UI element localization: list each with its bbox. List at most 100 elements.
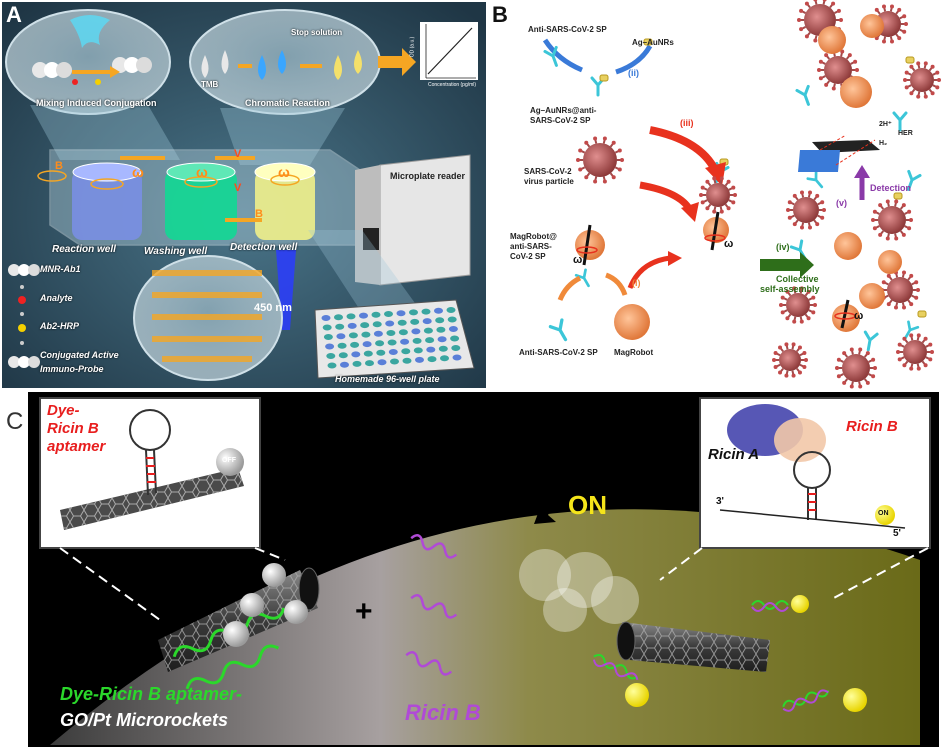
- magrobot-icon: [878, 250, 902, 274]
- antibody-icon: [548, 318, 568, 342]
- virus-spike-tip: [787, 215, 792, 220]
- virus-body: [903, 340, 927, 364]
- antibody-icon: [543, 45, 558, 67]
- virus-spike-tip: [611, 140, 616, 145]
- virus-spike-tip: [617, 148, 622, 153]
- arrow-i-right-icon: [605, 272, 628, 296]
- virus-spike-tip: [818, 76, 823, 81]
- virus-spike-tip: [885, 236, 890, 241]
- virus-spike-tip: [836, 374, 841, 379]
- off-badge: OFF: [222, 457, 236, 464]
- virus-spike-tip: [797, 345, 802, 350]
- virus-spike-tip: [818, 59, 823, 64]
- virus-spike-tip: [804, 34, 809, 39]
- omega-label: ω: [132, 164, 144, 180]
- panel-c-dome: [50, 509, 920, 745]
- magrobot-icon: [859, 283, 885, 309]
- antibody-icon: [904, 320, 920, 340]
- arrow-head-icon: [110, 66, 120, 78]
- calibration-line: [427, 27, 473, 75]
- magrobots: [575, 14, 902, 340]
- magrobot-anti-label-3: CoV-2 SP: [510, 252, 546, 261]
- omega-label: ω: [196, 164, 208, 180]
- field-v-label: V: [234, 148, 242, 160]
- virus-spike-tip: [817, 68, 821, 72]
- field-v-label: V: [234, 182, 242, 194]
- virus-spike-tip: [780, 295, 785, 300]
- virus-spike-tip: [930, 64, 935, 69]
- nanorod-icon: [643, 38, 653, 46]
- virus-spike-tip: [712, 209, 717, 214]
- microplate-label: Microplate reader: [390, 171, 466, 181]
- released-dye-icon: [592, 595, 867, 712]
- virus-spike-tip: [909, 302, 914, 307]
- legend-analyte: Analyte: [40, 293, 73, 303]
- detection-well-top: [254, 162, 316, 182]
- virus-spike-tip: [780, 310, 785, 315]
- virus-spike-tip: [903, 78, 907, 82]
- plate-well: [434, 307, 443, 314]
- plate-well: [388, 349, 398, 355]
- virus-spike-tip: [726, 206, 731, 211]
- virus-spike-tip: [928, 342, 933, 347]
- virus-spike-tip: [909, 91, 914, 96]
- virus-spike-tip: [842, 351, 847, 356]
- panel-c: [2, 392, 939, 747]
- virus-spike-tip: [914, 280, 919, 285]
- detection-label: Detection: [870, 183, 912, 193]
- step-ii-label: (ii): [628, 68, 639, 78]
- ag-aunrs-label: Ag–AuNRs: [632, 38, 674, 47]
- nanorod-icon: [905, 56, 915, 64]
- virus-spike-tip: [593, 136, 598, 141]
- virus-icon: [871, 199, 913, 241]
- arrow-v-head-icon: [854, 165, 870, 178]
- virus-spike-tip: [890, 4, 895, 9]
- tmb-label: TMB: [201, 80, 219, 89]
- plate-well: [398, 329, 408, 336]
- virus-spike-tip: [916, 366, 921, 371]
- plate-well: [409, 309, 418, 316]
- legend-conjugated: Conjugated Active: [40, 350, 119, 360]
- omega-b-label: ω: [724, 238, 734, 250]
- gas-bubbles-icon: [519, 549, 639, 632]
- virus-spike-tip: [815, 193, 820, 198]
- virus-spike-tip: [865, 380, 870, 385]
- legend-ab2-hrp: Ab2-HRP: [40, 321, 80, 331]
- virus-spike-tip: [894, 199, 899, 204]
- virus-spike-tip: [916, 288, 920, 292]
- step-iv-label: (iv): [776, 242, 790, 252]
- virus-spike-tip: [786, 208, 790, 212]
- plus-sign: +: [355, 595, 373, 628]
- prime5-label: 5': [893, 528, 901, 539]
- virus-body: [583, 143, 617, 177]
- plate-well: [335, 323, 345, 330]
- virus-spike-tip: [835, 366, 839, 370]
- plate-well: [390, 358, 399, 365]
- cone-mid: [220, 108, 345, 165]
- rotation-icon: [184, 176, 218, 188]
- virus-spike-tip: [930, 350, 934, 354]
- virus-spike-tip: [881, 280, 886, 285]
- virus-spike-tip: [792, 286, 797, 291]
- plate-well: [327, 362, 337, 369]
- antibody-icon: [574, 268, 590, 288]
- virus-spike-tip: [584, 140, 589, 145]
- plate-well: [350, 341, 360, 348]
- rotation-axis: [840, 299, 850, 329]
- ag-aunrs-anti-label-1: Ag–AuNRs@anti-: [530, 106, 597, 115]
- virus-spike-tip: [705, 206, 710, 211]
- arrow-i-left-icon: [557, 275, 582, 301]
- virus-spike-tip: [811, 310, 816, 315]
- virus-spike-tip: [858, 347, 863, 352]
- inset-left-label-2: Ricin B: [47, 420, 99, 437]
- virus-spike-tip: [733, 193, 737, 197]
- virus-spike-tip: [824, 53, 829, 58]
- virus-body: [706, 183, 730, 207]
- virus-icon: [880, 270, 920, 310]
- plate-well: [435, 317, 445, 324]
- virus-spike-tip: [785, 289, 790, 294]
- her-2h-label: 2H⁺: [879, 121, 892, 128]
- omega-b-label: ω: [854, 310, 864, 322]
- on-badge: ON: [878, 510, 889, 517]
- h2-label: H₂: [879, 140, 888, 147]
